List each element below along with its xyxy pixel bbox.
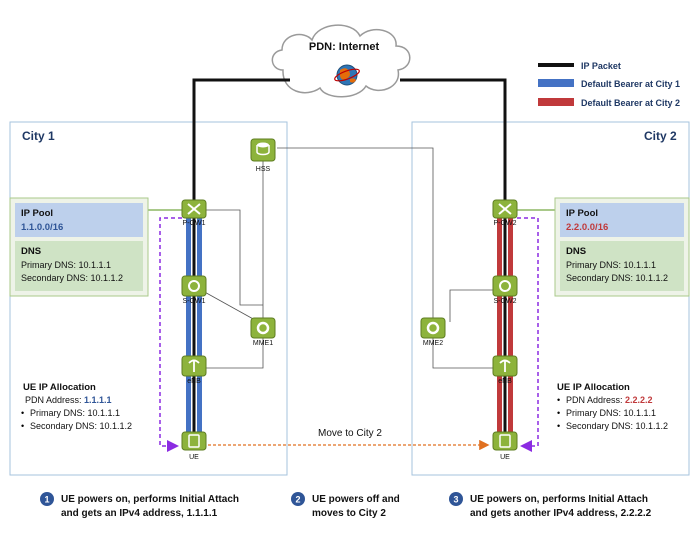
bearer-city2-b <box>508 212 513 440</box>
legend: IP Packet Default Bearer at City 1 Defau… <box>538 61 680 108</box>
step-2-number: 2 <box>295 495 300 505</box>
control-links <box>200 147 497 369</box>
city2-alloc-primary: Primary DNS: 10.1.1.1 <box>566 408 656 418</box>
city2-title: City 2 <box>644 129 677 143</box>
legend-label-bearer2: Default Bearer at City 2 <box>581 98 680 108</box>
city1-pool-title: IP Pool <box>21 208 53 219</box>
city2-dns-secondary: Secondary DNS: 10.1.1.2 <box>566 273 668 283</box>
city2-alloc-secondary-bullet: • <box>557 421 560 431</box>
city1-dns-primary: Primary DNS: 10.1.1.1 <box>21 260 111 270</box>
city2-pool-panel <box>554 197 690 297</box>
bearer-city2 <box>497 212 502 440</box>
legend-label-ip: IP Packet <box>581 61 621 71</box>
pgw1-label: P-GW1 <box>183 220 206 227</box>
enb1-icon <box>181 355 207 377</box>
ue2-label: UE <box>500 454 510 461</box>
city1-pool-panel <box>9 197 149 297</box>
city1-alloc-pdn-label: PDN Address: <box>25 395 84 405</box>
legend-swatch-ip <box>538 63 574 67</box>
city2-alloc-pdn-label: PDN Address: <box>566 395 625 405</box>
step-2-line1: UE powers off and <box>312 494 400 505</box>
city2-alloc-pdn: PDN Address: 2.2.2.2 <box>566 395 653 405</box>
step-3-circle <box>449 492 463 506</box>
city2-alloc-title: UE IP Allocation <box>557 382 630 393</box>
city1-alloc-primary: Primary DNS: 10.1.1.1 <box>30 408 120 418</box>
ue2-icon <box>492 431 518 451</box>
city1-alloc-primary-bullet: • <box>21 408 24 418</box>
city2-alloc-pdn-value: 2.2.2.2 <box>625 395 653 405</box>
step-1-circle <box>40 492 54 506</box>
city1-alloc-pdn-value: 1.1.1.1 <box>84 395 112 405</box>
step-3-line1: UE powers on, performs Initial Attach <box>470 494 648 505</box>
hss-icon <box>250 138 276 162</box>
step-1-line2: and gets an IPv4 address, 1.1.1.1 <box>61 508 218 519</box>
sgw1-label: S-GW1 <box>183 298 206 305</box>
internet-cloud <box>271 24 411 98</box>
legend-swatch-bearer2 <box>538 98 574 106</box>
legend-swatch-bearer1 <box>538 79 574 87</box>
city1-alloc-title: UE IP Allocation <box>23 382 96 393</box>
pgw2-icon <box>492 199 518 219</box>
step-2-circle <box>291 492 305 506</box>
city1-pool-value: 1.1.0.0/16 <box>21 222 63 233</box>
ip-packet-line-city1 <box>192 78 290 440</box>
mme1-icon <box>250 317 276 339</box>
city2-dns-primary: Primary DNS: 10.1.1.1 <box>566 260 656 270</box>
city1-dns-secondary: Secondary DNS: 10.1.1.2 <box>21 273 123 283</box>
mme2-label: MME2 <box>423 340 443 347</box>
enb2-icon <box>492 355 518 377</box>
step-2-line2: moves to City 2 <box>312 508 386 519</box>
sgw2-icon <box>492 275 518 297</box>
city1-dns-title: DNS <box>21 246 41 257</box>
pgw1-icon <box>181 199 207 219</box>
step-1: 1 UE powers on, performs Initial Attach … <box>40 492 239 519</box>
city2-alloc-primary-bullet: • <box>557 408 560 418</box>
move-label: Move to City 2 <box>318 428 382 439</box>
cloud-label: PDN: Internet <box>309 41 380 53</box>
ue1-icon <box>181 431 207 451</box>
hss-label: HSS <box>256 166 271 173</box>
step-3: 3 UE powers on, performs Initial Attach … <box>449 492 652 519</box>
alloc-arrow-city2 <box>517 217 539 452</box>
step-3-number: 3 <box>453 495 458 505</box>
step-3-line2: and gets another IPv4 address, 2.2.2.2 <box>470 508 652 519</box>
step-1-line1: UE powers on, performs Initial Attach <box>61 494 239 505</box>
alloc-arrow-city1 <box>159 217 182 452</box>
city2-frame <box>411 121 690 476</box>
city1-title: City 1 <box>22 129 55 143</box>
city1-alloc-secondary-bullet: • <box>21 421 24 431</box>
step-2: 2 UE powers off and moves to City 2 <box>291 492 400 519</box>
city1-frame <box>9 121 288 476</box>
city2-alloc-pdn-bullet: • <box>557 395 560 405</box>
ip-packet-line-city2 <box>400 78 507 440</box>
enb2-label: eNB <box>498 378 512 385</box>
city2-pool-value: 2.2.0.0/16 <box>566 222 608 233</box>
bearer-city1 <box>186 212 191 440</box>
city2-pool-title: IP Pool <box>566 208 598 219</box>
ue1-label: UE <box>189 454 199 461</box>
globe-icon <box>334 64 360 86</box>
pgw2-label: P-GW2 <box>494 220 517 227</box>
enb1-label: eNB <box>187 378 201 385</box>
mme2-icon <box>420 317 446 339</box>
city1-alloc-secondary: Secondary DNS: 10.1.1.2 <box>30 421 132 431</box>
sgw1-icon <box>181 275 207 297</box>
city2-dns-title: DNS <box>566 246 586 257</box>
city1-alloc-pdn: PDN Address: 1.1.1.1 <box>25 395 112 405</box>
step-1-number: 1 <box>44 495 49 505</box>
bearer-city1-b <box>197 212 202 440</box>
legend-label-bearer1: Default Bearer at City 1 <box>581 79 680 89</box>
sgw2-label: S-GW2 <box>494 298 517 305</box>
mme1-label: MME1 <box>253 340 273 347</box>
city2-alloc-secondary: Secondary DNS: 10.1.1.2 <box>566 421 668 431</box>
